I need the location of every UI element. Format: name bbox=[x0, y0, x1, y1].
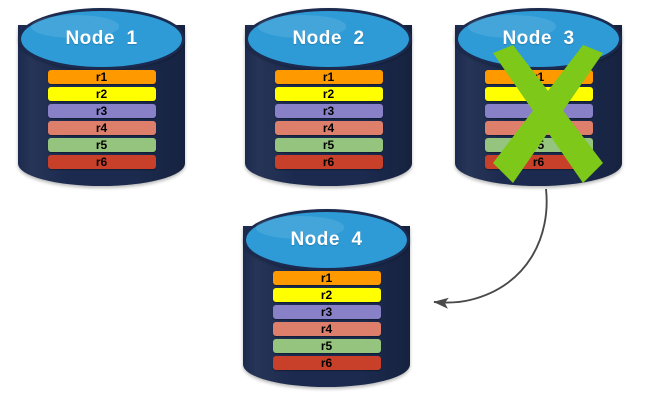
node-4-record-r6[interactable]: r6 bbox=[272, 356, 381, 370]
node-1-record-r5[interactable]: r5 bbox=[47, 138, 156, 152]
node-2-record-r3[interactable]: r3 bbox=[274, 104, 383, 118]
node-2-record-r5[interactable]: r5 bbox=[274, 138, 383, 152]
node-4-record-r3[interactable]: r3 bbox=[272, 305, 381, 319]
node-1-body: Node 1 r1 r2 r3 r4 r5 r6 bbox=[18, 8, 185, 186]
node-2-record-r4[interactable]: r4 bbox=[274, 121, 383, 135]
node-2-cylinder[interactable]: Node 2 r1 r2 r3 r4 r5 r6 bbox=[245, 8, 412, 186]
node-4-cylinder[interactable]: Node 4 r1 r2 r3 r4 r5 r6 bbox=[243, 209, 410, 387]
node-1-record-r2[interactable]: r2 bbox=[47, 87, 156, 101]
node-4-record-r5[interactable]: r5 bbox=[272, 339, 381, 353]
node-3-record-r1[interactable]: r1 bbox=[484, 70, 593, 84]
node-4-record-list: r1 r2 r3 r4 r5 r6 bbox=[243, 271, 410, 370]
node-1-record-list: r1 r2 r3 r4 r5 r6 bbox=[18, 70, 185, 169]
node-4-record-r1[interactable]: r1 bbox=[272, 271, 381, 285]
node-2-record-r6[interactable]: r6 bbox=[274, 155, 383, 169]
node-1-cylinder[interactable]: Node 1 r1 r2 r3 r4 r5 r6 bbox=[18, 8, 185, 186]
node-3-label: Node 3 bbox=[502, 28, 575, 49]
node-4-top-disc bbox=[243, 209, 410, 271]
node-1-record-r4[interactable]: r4 bbox=[47, 121, 156, 135]
node-2-record-r2[interactable]: r2 bbox=[274, 87, 383, 101]
node-1-record-r3[interactable]: r3 bbox=[47, 104, 156, 118]
node-2-record-list: r1 r2 r3 r4 r5 r6 bbox=[245, 70, 412, 169]
node-2-top-disc bbox=[245, 8, 412, 70]
node-1-label: Node 1 bbox=[65, 28, 138, 49]
node-3-record-list: r1 r2 r3 r4 r5 r6 bbox=[455, 70, 622, 169]
node-2-label: Node 2 bbox=[292, 28, 365, 49]
node-3-cylinder[interactable]: Node 3 r1 r2 r3 r4 r5 r6 bbox=[455, 8, 622, 186]
node-4-record-r2[interactable]: r2 bbox=[272, 288, 381, 302]
node-3-record-r6[interactable]: r6 bbox=[484, 155, 593, 169]
node-4-label: Node 4 bbox=[290, 229, 363, 250]
node-2-body: Node 2 r1 r2 r3 r4 r5 r6 bbox=[245, 8, 412, 186]
node-1-top-disc bbox=[18, 8, 185, 70]
node-3-record-r4[interactable]: r4 bbox=[484, 121, 593, 135]
node-2-record-r1[interactable]: r1 bbox=[274, 70, 383, 84]
node-4-record-r4[interactable]: r4 bbox=[272, 322, 381, 336]
node-4-body: Node 4 r1 r2 r3 r4 r5 r6 bbox=[243, 209, 410, 387]
node-1-record-r1[interactable]: r1 bbox=[47, 70, 156, 84]
node-3-record-r5[interactable]: r5 bbox=[484, 138, 593, 152]
node-3-record-r2[interactable]: r2 bbox=[484, 87, 593, 101]
node-1-record-r6[interactable]: r6 bbox=[47, 155, 156, 169]
node-3-body: Node 3 r1 r2 r3 r4 r5 r6 bbox=[455, 8, 622, 186]
node-3-record-r3[interactable]: r3 bbox=[484, 104, 593, 118]
